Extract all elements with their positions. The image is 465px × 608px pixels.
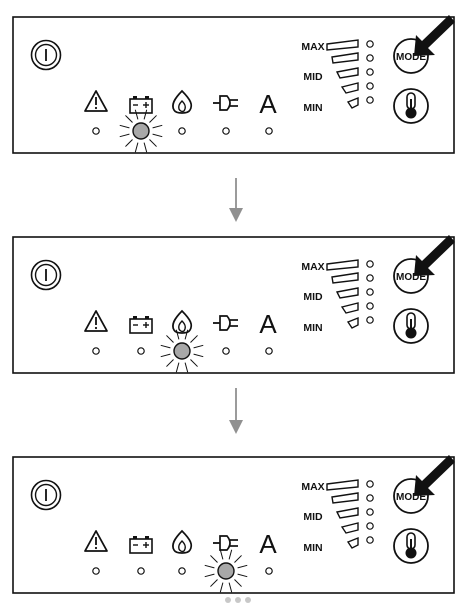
- level-leds: [366, 40, 374, 104]
- thermometer-button: [393, 308, 429, 344]
- pointer-arrow: [414, 235, 455, 276]
- level-bars: [326, 479, 359, 549]
- level-label-max: MAX: [301, 41, 324, 53]
- auto-a-icon: A: [259, 529, 277, 559]
- warning-triangle-icon: [84, 310, 108, 332]
- svg-text:MODE: MODE: [396, 52, 426, 63]
- flow-arrow-2: [229, 388, 243, 434]
- led-plug: [217, 562, 235, 580]
- panel-step-2: A MAX MID MIN: [12, 235, 455, 374]
- led-auto: [265, 347, 273, 355]
- led-plug: [222, 347, 230, 355]
- continuation-ellipsis: [225, 597, 251, 603]
- flow-arrow-1: [229, 178, 243, 222]
- flame-icon: [172, 309, 193, 334]
- power-button: [30, 259, 62, 291]
- flame-icon: [172, 529, 193, 554]
- auto-a-icon: A: [259, 309, 277, 339]
- plug-icon: [213, 315, 238, 331]
- led-battery: [132, 122, 150, 140]
- warning-triangle-icon: [84, 530, 108, 552]
- led-flame: [178, 567, 186, 575]
- plug-icon: [213, 95, 238, 111]
- svg-text:MODE: MODE: [396, 492, 426, 503]
- led-glow-rays: [204, 549, 248, 593]
- level-label-mid: MID: [303, 291, 323, 303]
- level-label-mid: MID: [303, 71, 323, 83]
- led-auto: [265, 567, 273, 575]
- level-label-max: MAX: [301, 481, 324, 493]
- pointer-arrow: [414, 15, 455, 56]
- plug-icon: [213, 535, 238, 551]
- led-flame: [173, 342, 191, 360]
- level-label-min: MIN: [303, 102, 322, 114]
- level-label-max: MAX: [301, 261, 324, 273]
- led-plug: [222, 127, 230, 135]
- battery-icon: [129, 316, 153, 334]
- level-leds: [366, 260, 374, 324]
- battery-icon: [129, 536, 153, 554]
- led-battery: [137, 567, 145, 575]
- panel-step-1: A MAX MID MIN: [12, 15, 455, 154]
- level-label-min: MIN: [303, 542, 322, 554]
- svg-text:MODE: MODE: [396, 272, 426, 283]
- led-glow-rays: [160, 329, 204, 373]
- level-label-min: MIN: [303, 322, 322, 334]
- thermometer-button: [393, 88, 429, 124]
- level-leds: [366, 480, 374, 544]
- level-label-mid: MID: [303, 511, 323, 523]
- power-button: [30, 479, 62, 511]
- pointer-arrow: [414, 455, 455, 496]
- panel-frame: [12, 236, 455, 374]
- panel-step-3: A MAX MID MIN: [12, 455, 455, 594]
- led-glow-rays: [119, 109, 163, 153]
- led-warning: [92, 567, 100, 575]
- level-bars: [326, 259, 359, 329]
- led-battery: [137, 347, 145, 355]
- level-bars: [326, 39, 359, 109]
- led-warning: [92, 347, 100, 355]
- power-button: [30, 39, 62, 71]
- warning-triangle-icon: [84, 90, 108, 112]
- auto-a-icon: A: [259, 89, 277, 119]
- led-warning: [92, 127, 100, 135]
- led-auto: [265, 127, 273, 135]
- panel-frame: [12, 16, 455, 154]
- flame-icon: [172, 89, 193, 114]
- battery-icon: [129, 96, 153, 114]
- led-flame: [178, 127, 186, 135]
- thermometer-button: [393, 528, 429, 564]
